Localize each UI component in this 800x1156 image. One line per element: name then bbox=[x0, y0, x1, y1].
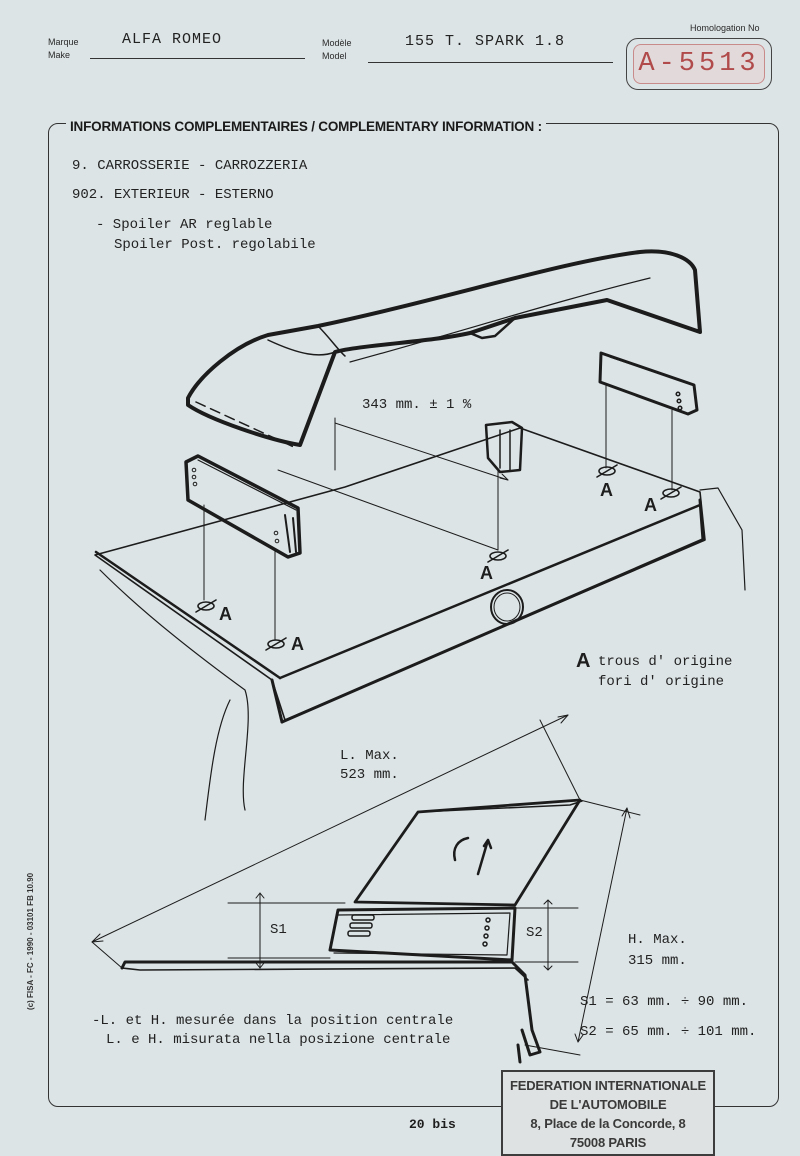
wing-outline bbox=[186, 249, 702, 449]
s2-label: S2 bbox=[526, 925, 543, 941]
stamp-line-1: FEDERATION INTERNATIONALE bbox=[509, 1078, 706, 1093]
model-underline bbox=[368, 62, 613, 63]
modele-label: Modèle bbox=[322, 38, 352, 48]
legend-italian: fori d' origine bbox=[598, 674, 725, 690]
section-line-1: 9. CARROSSERIE - CARROZZERIA bbox=[72, 158, 308, 174]
trunk-lid bbox=[94, 427, 746, 821]
s1-label: S1 bbox=[270, 922, 287, 938]
length-label: L. Max. bbox=[340, 748, 399, 764]
marque-underline bbox=[90, 58, 305, 59]
hole-label: A bbox=[480, 563, 493, 583]
stamp-line-2: DE L'AUTOMOBILE bbox=[549, 1097, 667, 1112]
center-bracket bbox=[484, 420, 524, 551]
height-label: H. Max. bbox=[628, 932, 687, 948]
page-number: 20 bis bbox=[409, 1117, 456, 1132]
homologation-label: Homologation No bbox=[690, 23, 760, 33]
hole-label: A bbox=[291, 634, 304, 654]
hole-label: A bbox=[219, 604, 232, 624]
section-line-4: Spoiler Post. regolabile bbox=[114, 237, 316, 253]
dimension-lines bbox=[91, 714, 641, 1056]
height-value: 315 mm. bbox=[628, 953, 687, 969]
homologation-number: A-5513 bbox=[638, 49, 760, 79]
note-french: -L. et H. mesurée dans la position centr… bbox=[92, 1013, 454, 1029]
stamp-line-3: 8, Place de la Concorde, 8 bbox=[530, 1116, 686, 1131]
fia-stamp: FEDERATION INTERNATIONALE DE L'AUTOMOBIL… bbox=[501, 1070, 715, 1156]
length-value: 523 mm. bbox=[340, 767, 399, 783]
note-italian: L. e H. misurata nella posizione central… bbox=[106, 1032, 451, 1048]
s1-range: S1 = 63 mm. ÷ 90 mm. bbox=[580, 994, 749, 1010]
right-mount-block bbox=[598, 351, 699, 491]
model-value: 155 T. SPARK 1.8 bbox=[405, 33, 566, 50]
s2-range: S2 = 65 mm. ÷ 101 mm. bbox=[580, 1024, 757, 1040]
left-mount-block bbox=[184, 454, 302, 641]
distance-label: 343 mm. ± 1 % bbox=[362, 397, 472, 413]
legend-french: trous d' origine bbox=[598, 654, 733, 670]
hole-markers bbox=[195, 464, 682, 651]
section-line-2: 902. EXTERIEUR - ESTERNO bbox=[72, 187, 274, 203]
hole-label: A bbox=[644, 495, 657, 515]
stamp-line-4: 75008 PARIS bbox=[569, 1135, 647, 1150]
homologation-box: A-5513 bbox=[626, 38, 772, 90]
hole-label: A bbox=[600, 480, 613, 500]
side-print-code: (c) FISA - FC - 1990 - 03101 FB 10.90 bbox=[26, 872, 35, 1010]
legend-marker: A bbox=[576, 650, 591, 672]
make-label: Make bbox=[48, 50, 71, 60]
marque-value: ALFA ROMEO bbox=[122, 31, 223, 48]
section-line-3: - Spoiler AR reglable bbox=[96, 217, 273, 233]
marque-label: Marque bbox=[48, 37, 79, 47]
model-label: Model bbox=[322, 51, 347, 61]
section-title: INFORMATIONS COMPLEMENTAIRES / COMPLEMEN… bbox=[66, 119, 546, 134]
homologation-stamp: A-5513 bbox=[633, 44, 765, 84]
